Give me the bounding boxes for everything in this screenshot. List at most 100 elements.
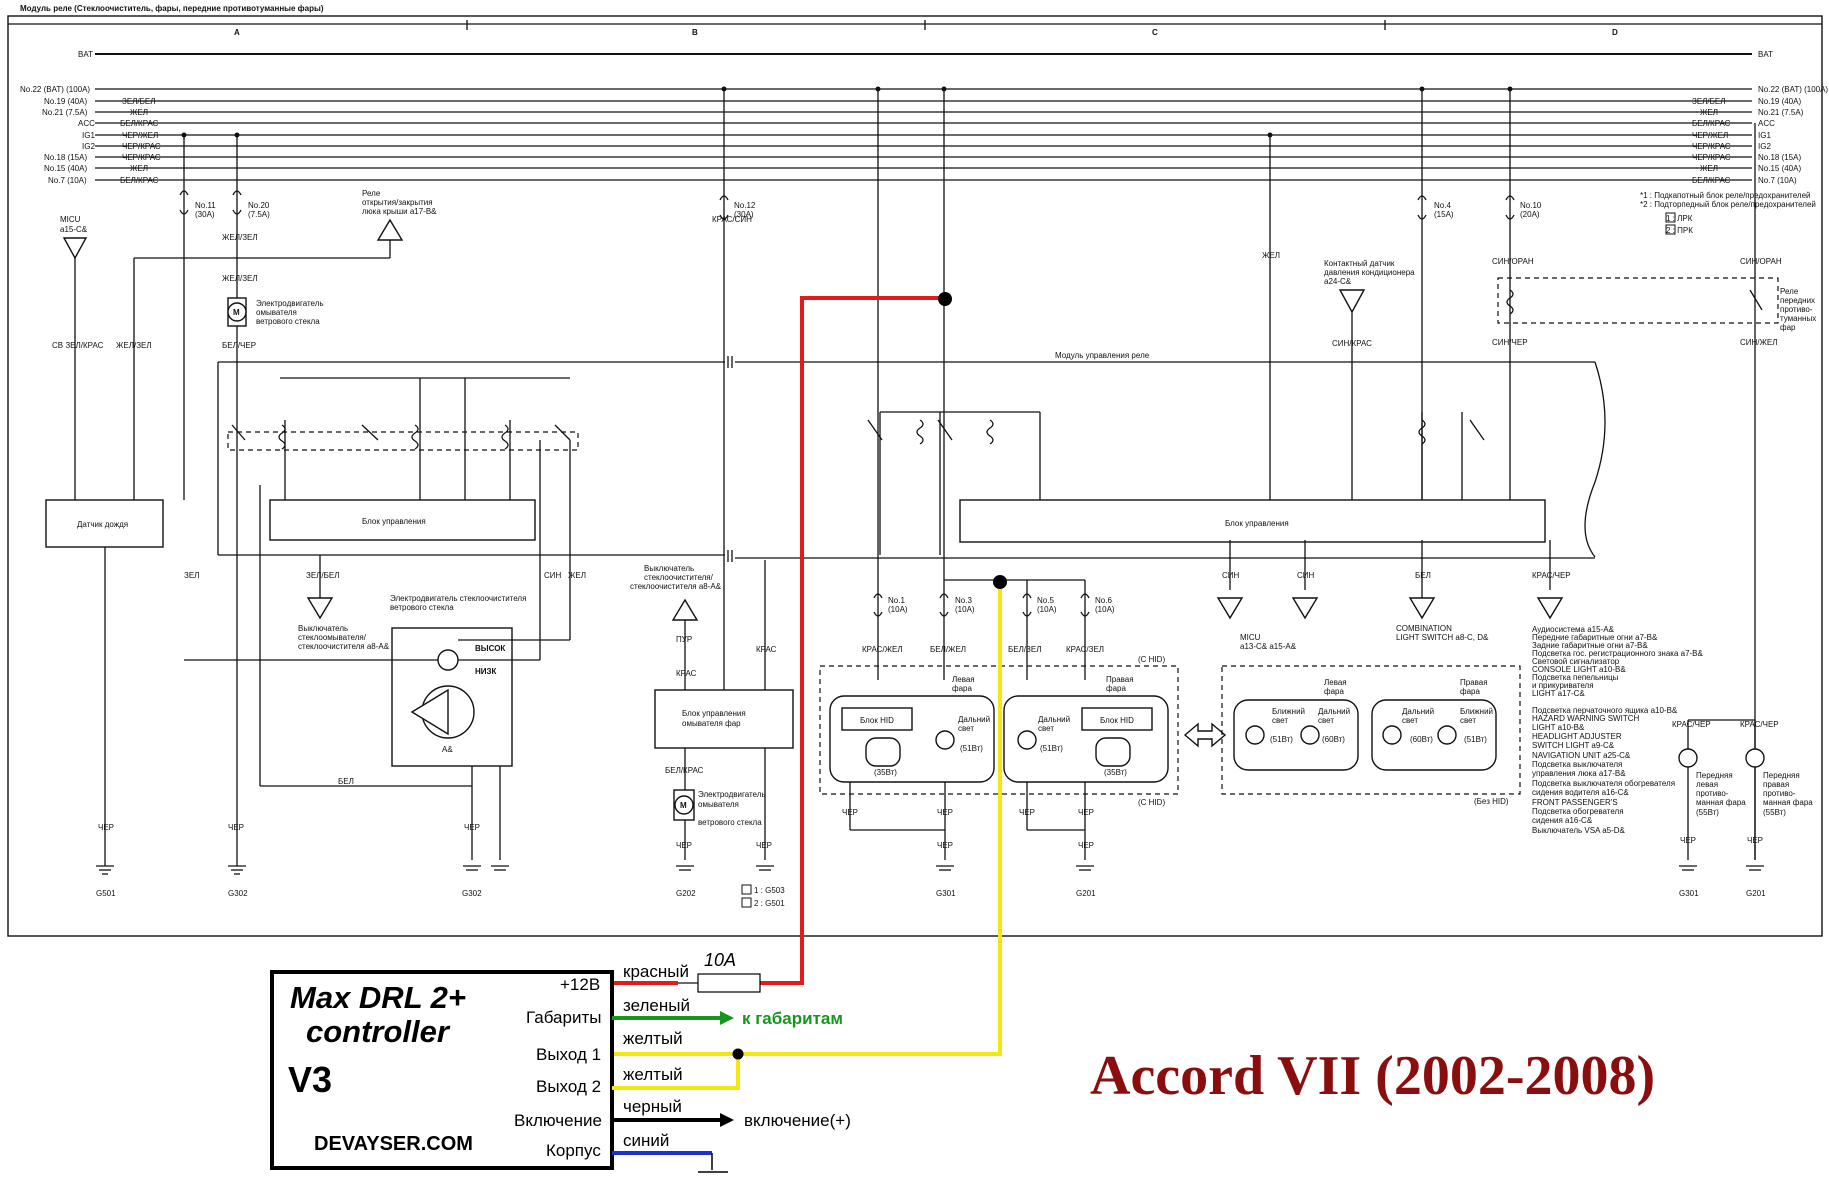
svg-text:No.19 (40A): No.19 (40A) (1758, 97, 1801, 106)
pin-out2: Выход 2 (536, 1077, 601, 1096)
svg-text:Левая: Левая (1324, 678, 1347, 687)
svg-text:ACC: ACC (1758, 119, 1775, 128)
svg-text:No.11: No.11 (195, 201, 216, 210)
svg-text:IG2: IG2 (1758, 142, 1771, 151)
svg-text:Передние габаритные огни a7-B&: Передние габаритные огни a7-B& (1532, 633, 1658, 642)
svg-text:Ближний: Ближний (1272, 707, 1305, 716)
column-b: B (692, 28, 698, 37)
svg-text:противо-: противо- (1780, 305, 1813, 314)
svg-text:(35Вт): (35Вт) (874, 768, 897, 777)
svg-text:CONSOLE LIGHT a10-B&: CONSOLE LIGHT a10-B& (1532, 665, 1626, 674)
svg-text:ЧЕР: ЧЕР (1680, 836, 1696, 845)
svg-text:Левая: Левая (952, 675, 975, 684)
ground-g201-c: G201 (1076, 865, 1096, 898)
svg-text:стеклоочистителя a8-A&: стеклоочистителя a8-A& (630, 582, 722, 591)
svg-text:БЕЛ/КРАС: БЕЛ/КРАС (120, 119, 159, 128)
svg-text:фар: фар (1780, 323, 1796, 332)
svg-text:СИН/ЧЕР: СИН/ЧЕР (1492, 338, 1528, 347)
svg-text:No.15 (40A): No.15 (40A) (1758, 164, 1801, 173)
svg-text:Передняя: Передняя (1696, 771, 1733, 780)
inline-fuse-label: 10A (704, 950, 736, 970)
svg-text:G201: G201 (1076, 889, 1096, 898)
svg-text:Подсветка выключателя обогрева: Подсветка выключателя обогревателя (1532, 779, 1675, 788)
svg-text:СИН/КРАС: СИН/КРАС (1332, 339, 1372, 348)
svg-text:No.19 (40A): No.19 (40A) (44, 97, 87, 106)
svg-text:Подсветка перчаточного ящика a: Подсветка перчаточного ящика a10-B& (1532, 706, 1678, 715)
svg-text:КРАС/ЗЕЛ: КРАС/ЗЕЛ (1066, 645, 1104, 654)
svg-text:СИН: СИН (1222, 571, 1240, 580)
svg-text:No.1: No.1 (888, 596, 905, 605)
svg-text:Правая: Правая (1460, 678, 1488, 687)
svg-text:ЧЕР/КРАС: ЧЕР/КРАС (1692, 153, 1731, 162)
svg-text:НИЗК: НИЗК (475, 667, 497, 676)
svg-text:HAZARD WARNING SWITCH: HAZARD WARNING SWITCH (1532, 714, 1639, 723)
svg-text:КРАС: КРАС (756, 645, 777, 654)
svg-text:КРАС/ЧЕР: КРАС/ЧЕР (1532, 571, 1571, 580)
svg-text:ЧЕР: ЧЕР (464, 823, 480, 832)
svg-text:стеклоочистителя a8-A&: стеклоочистителя a8-A& (298, 642, 390, 651)
svg-text:ACC: ACC (78, 119, 95, 128)
svg-text:ВЫСОК: ВЫСОК (475, 644, 505, 653)
fog-relay: СИН/ОРАН СИН/ОРАН СИН/ЧЕР СИН/ЖЕЛ Реле п… (1492, 257, 1816, 347)
svg-text:ЧЕР: ЧЕР (756, 841, 772, 850)
svg-text:LIGHT a17-C&: LIGHT a17-C& (1532, 689, 1585, 698)
svg-text:G301: G301 (936, 889, 956, 898)
svg-text:IG1: IG1 (82, 131, 95, 140)
svg-text:(51Вт): (51Вт) (1040, 744, 1063, 753)
svg-text:стеклоомывателя/: стеклоомывателя/ (298, 633, 367, 642)
svg-text:(Без HID): (Без HID) (1474, 797, 1509, 806)
svg-text:(60Вт): (60Вт) (1322, 735, 1345, 744)
svg-text:ветрового стекла: ветрового стекла (256, 317, 320, 326)
svg-text:управления люка a17-B&: управления люка a17-B& (1532, 769, 1626, 778)
svg-text:No.18 (15A): No.18 (15A) (44, 153, 87, 162)
svg-text:(51Вт): (51Вт) (960, 744, 983, 753)
bat-label-right: BAT (1758, 50, 1773, 59)
svg-text:фара: фара (952, 684, 972, 693)
red-wire-junction (938, 292, 952, 306)
svg-text:Задние габаритные огни a7-B&: Задние габаритные огни a7-B& (1532, 641, 1648, 650)
svg-text:Контактный датчик: Контактный датчик (1324, 259, 1395, 268)
drl-added-wires (612, 292, 1007, 1056)
svg-text:сидения a16-C&: сидения a16-C& (1532, 816, 1593, 825)
main-relay-module: Модуль управления реле Блок управления (735, 351, 1606, 590)
svg-text:свет: свет (1272, 716, 1288, 725)
headlights-no-hid: СИН СИН MICU a13-C& a15-A& (Без HID) Бли… (1216, 540, 1521, 806)
svg-text:БЕЛ: БЕЛ (338, 777, 354, 786)
svg-text:ЧЕР: ЧЕР (937, 841, 953, 850)
svg-text:SWITCH LIGHT a9-C&: SWITCH LIGHT a9-C& (1532, 741, 1615, 750)
svg-text:ЧЕР: ЧЕР (1747, 836, 1763, 845)
svg-text:ЧЕР/ЖЕЛ: ЧЕР/ЖЕЛ (1692, 131, 1728, 140)
svg-text:ЖЕЛ: ЖЕЛ (1262, 251, 1280, 260)
svg-text:ЖЕЛ: ЖЕЛ (1700, 108, 1718, 117)
svg-text:Реле: Реле (1780, 287, 1799, 296)
rain-sensor: Датчик дождя ЧЕР (45, 499, 164, 860)
svg-text:свет: свет (1318, 716, 1334, 725)
svg-text:ЖЕЛ/ЗЕЛ: ЖЕЛ/ЗЕЛ (222, 274, 258, 283)
black-arrow (720, 1113, 734, 1127)
svg-text:A&: A& (442, 745, 453, 754)
svg-text:БЕЛ/КРАС: БЕЛ/КРАС (120, 176, 159, 185)
svg-text:Блок HID: Блок HID (1100, 716, 1134, 725)
svg-text:СИН/ОРАН: СИН/ОРАН (1492, 257, 1534, 266)
svg-text:ЖЕЛ: ЖЕЛ (130, 164, 148, 173)
svg-text:Подсветка выключателя: Подсветка выключателя (1532, 760, 1622, 769)
pin-12v: +12В (560, 975, 600, 994)
headlights-hid: (С HID) (С HID) Блок HID Блок HID (35Вт)… (819, 655, 1179, 860)
controller-box (270, 970, 614, 1170)
diagram-title: Модуль реле (Стеклоочиститель, фары, пер… (20, 4, 324, 13)
svg-text:G302: G302 (462, 889, 482, 898)
svg-text:COMBINATION: COMBINATION (1396, 624, 1452, 633)
svg-text:Выключатель VSA a5-D&: Выключатель VSA a5-D& (1532, 826, 1626, 835)
pin-out1: Выход 1 (536, 1045, 601, 1064)
svg-text:FRONT PASSENGER'S: FRONT PASSENGER'S (1532, 798, 1618, 807)
svg-text:*1 : Подкапотный блок реле/пре: *1 : Подкапотный блок реле/предохранител… (1640, 191, 1811, 200)
svg-text:2 : G501: 2 : G501 (754, 899, 785, 908)
svg-text:Реле: Реле (362, 189, 381, 198)
notes: *1 : Подкапотный блок реле/предохранител… (1640, 191, 1816, 235)
bottom-fuses: No.1 (10A) No.3 (10A) No.5 (10A) No.6 (1… (862, 560, 1115, 680)
diagram-frame (7, 15, 1823, 937)
controller-version: V3 (288, 1059, 332, 1100)
svg-text:КРАС/ЖЕЛ: КРАС/ЖЕЛ (862, 645, 903, 654)
svg-text:Световой сигнализатор: Световой сигнализатор (1532, 657, 1620, 666)
svg-text:LIGHT a10-B&: LIGHT a10-B& (1532, 723, 1585, 732)
